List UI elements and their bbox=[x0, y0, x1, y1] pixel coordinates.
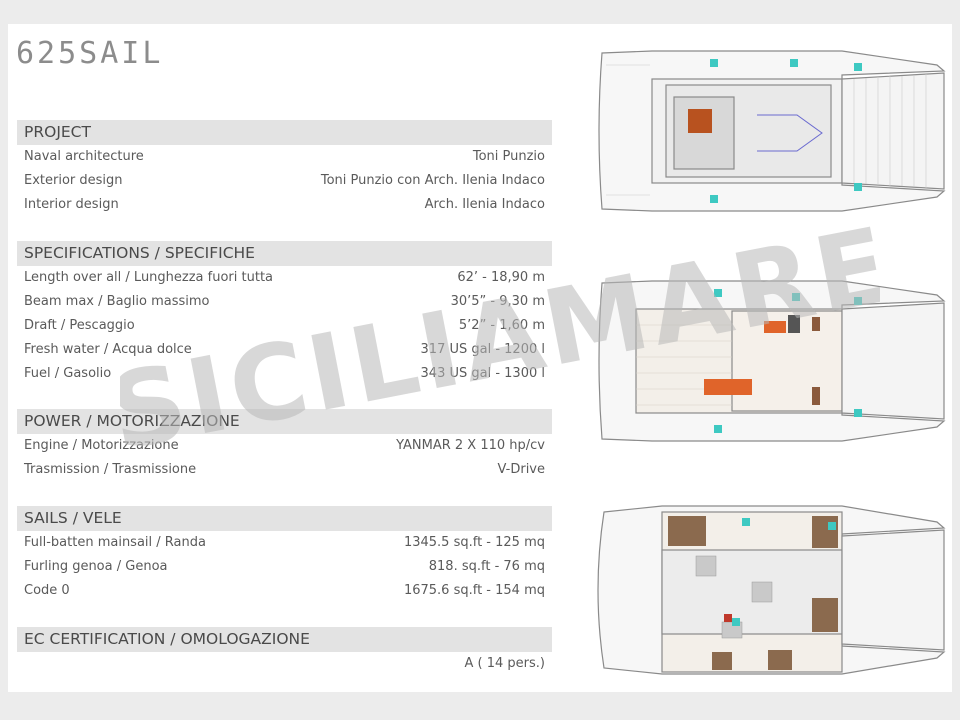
section-power: POWER / MOTORIZZAZIONE Engine / Motorizz… bbox=[17, 409, 552, 482]
deck-plan-main bbox=[598, 280, 946, 442]
helm-seat bbox=[688, 109, 712, 133]
spec-label: Furling genoa / Genoa bbox=[24, 559, 168, 574]
spec-value: Arch. Ilenia Indaco bbox=[424, 197, 545, 212]
spec-row: Beam max / Baglio massimo 30’5” - 9,30 m bbox=[17, 290, 552, 314]
spec-value: 5’2” - 1,60 m bbox=[458, 318, 545, 333]
section-title: SAILS / VELE bbox=[17, 506, 552, 531]
spec-value: Toni Punzio con Arch. Ilenia Indaco bbox=[320, 173, 545, 188]
section-title: POWER / MOTORIZZAZIONE bbox=[17, 409, 552, 434]
spec-label: Fresh water / Acqua dolce bbox=[24, 342, 192, 357]
spec-label: Length over all / Lunghezza fuori tutta bbox=[24, 270, 274, 285]
galley-counter bbox=[764, 321, 786, 333]
brand-logo: 625SAIL bbox=[16, 36, 164, 71]
spec-value: 317 US gal - 1200 l bbox=[420, 342, 545, 357]
spec-row: Trasmission / Trasmissione V-Drive bbox=[17, 458, 552, 482]
spec-row: Engine / Motorizzazione YANMAR 2 X 110 hp… bbox=[17, 434, 552, 458]
spec-label: Draft / Pescaggio bbox=[24, 318, 135, 333]
spec-label: Engine / Motorizzazione bbox=[24, 438, 179, 453]
spec-row: A ( 14 pers.) bbox=[17, 652, 552, 676]
section-project: PROJECT Naval architecture Toni Punzio Ex… bbox=[17, 120, 552, 217]
spec-value: A ( 14 pers.) bbox=[464, 656, 545, 671]
spec-value: YANMAR 2 X 110 hp/cv bbox=[396, 438, 545, 453]
section-title: EC CERTIFICATION / OMOLOGAZIONE bbox=[17, 627, 552, 652]
spec-row: Fresh water / Acqua dolce 317 US gal - 12… bbox=[17, 338, 552, 362]
spec-row: Length over all / Lunghezza fuori tutta 6… bbox=[17, 266, 552, 290]
section-specifications: SPECIFICATIONS / SPECIFICHE Length over … bbox=[17, 241, 552, 386]
spec-row: Code 0 1675.6 sq.ft - 154 mq bbox=[17, 579, 552, 603]
spec-value: Toni Punzio bbox=[472, 149, 545, 164]
spec-value: 818. sq.ft - 76 mq bbox=[428, 559, 545, 574]
section-title: PROJECT bbox=[17, 120, 552, 145]
spec-row: Fuel / Gasolio 343 US gal - 1300 l bbox=[17, 362, 552, 386]
spec-label: Fuel / Gasolio bbox=[24, 366, 112, 381]
spec-value: V-Drive bbox=[497, 462, 545, 477]
spec-label: Full-batten mainsail / Randa bbox=[24, 535, 206, 550]
spec-row: Exterior design Toni Punzio con Arch. Ile… bbox=[17, 169, 552, 193]
spec-value: 1675.6 sq.ft - 154 mq bbox=[403, 583, 545, 598]
spec-row: Full-batten mainsail / Randa 1345.5 sq.ft… bbox=[17, 531, 552, 555]
deck-plan-lower bbox=[597, 505, 946, 675]
section-title: SPECIFICATIONS / SPECIFICHE bbox=[17, 241, 552, 266]
spec-row: Interior design Arch. Ilenia Indaco bbox=[17, 193, 552, 217]
spec-value: 30’5” - 9,30 m bbox=[450, 294, 545, 309]
spec-label: Code 0 bbox=[24, 583, 70, 598]
spec-row: Furling genoa / Genoa 818. sq.ft - 76 mq bbox=[17, 555, 552, 579]
spec-row: Naval architecture Toni Punzio bbox=[17, 145, 552, 169]
section-sails: SAILS / VELE Full-batten mainsail / Rand… bbox=[17, 506, 552, 603]
spec-value: 1345.5 sq.ft - 125 mq bbox=[403, 535, 545, 550]
spec-label: Exterior design bbox=[24, 173, 123, 188]
spec-label: Trasmission / Trasmissione bbox=[24, 462, 197, 477]
spec-row: Draft / Pescaggio 5’2” - 1,60 m bbox=[17, 314, 552, 338]
spec-label: Interior design bbox=[24, 197, 119, 212]
spec-value: 343 US gal - 1300 l bbox=[420, 366, 545, 381]
spec-value: 62’ - 18,90 m bbox=[457, 270, 545, 285]
section-certification: EC CERTIFICATION / OMOLOGAZIONE A ( 14 p… bbox=[17, 627, 552, 676]
deck-plan-upper bbox=[598, 50, 946, 212]
dining-table bbox=[704, 379, 752, 395]
spec-label: Naval architecture bbox=[24, 149, 144, 164]
spec-label: Beam max / Baglio massimo bbox=[24, 294, 210, 309]
